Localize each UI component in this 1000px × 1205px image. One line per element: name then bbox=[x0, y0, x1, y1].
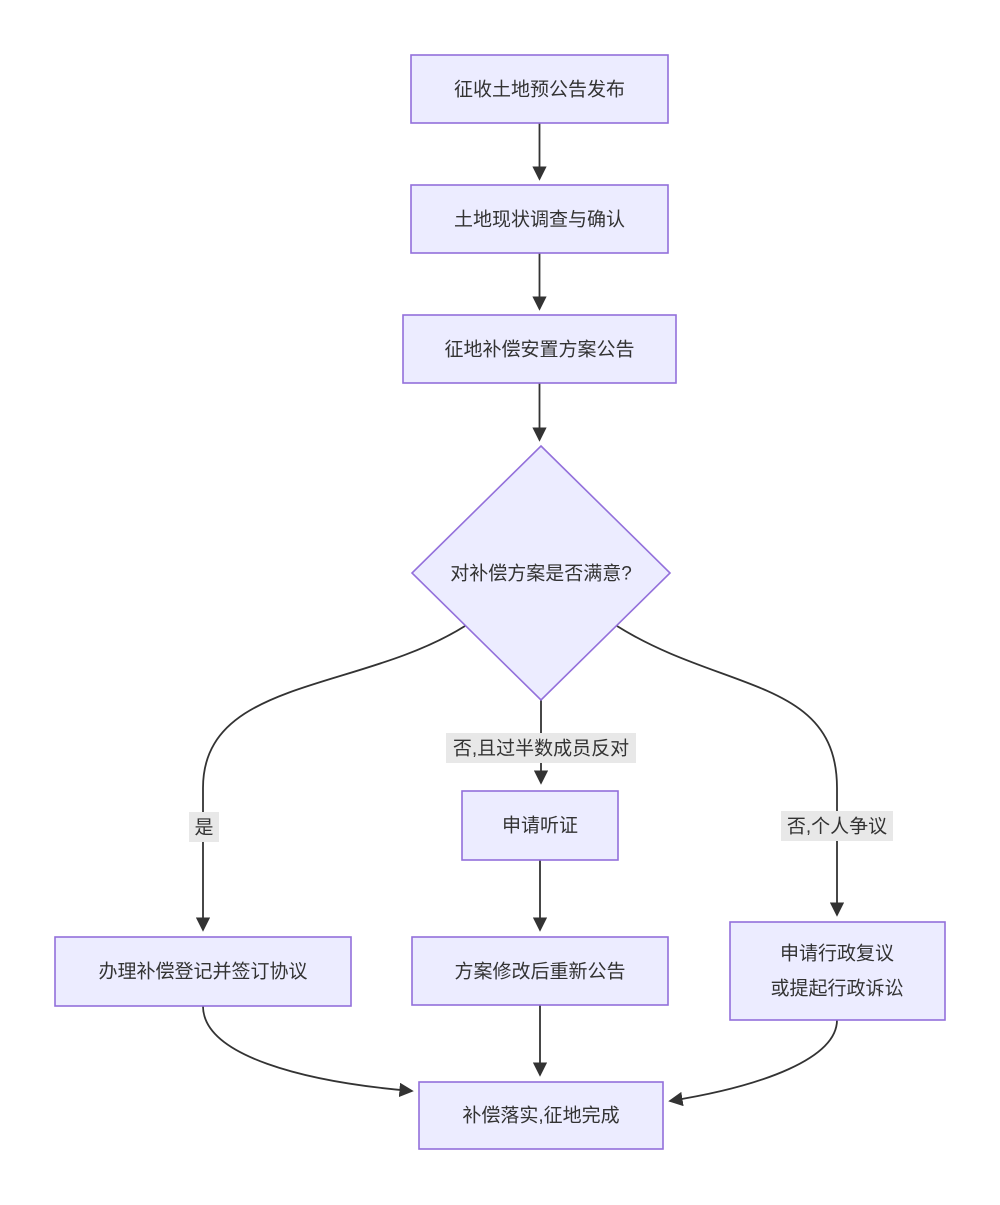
node-appeal-label-line2: 或提起行政诉讼 bbox=[770, 978, 903, 1000]
node-decision: 对补偿方案是否满意? bbox=[410, 444, 672, 702]
node-complete-label: 补偿落实,征地完成 bbox=[462, 1105, 619, 1127]
node-hearing: 申请听证 bbox=[461, 790, 619, 861]
node-register-box bbox=[54, 936, 352, 1007]
node-appeal: 申请行政复议 或提起行政诉讼 bbox=[729, 921, 946, 1021]
node-complete: 补偿落实,征地完成 bbox=[418, 1081, 664, 1150]
edge-label-no-majority: 否,且过半数成员反对 bbox=[446, 733, 636, 763]
edge-label-no-majority-text: 否,且过半数成员反对 bbox=[453, 738, 629, 760]
edge-label-no-individual: 否,个人争议 bbox=[781, 811, 893, 841]
edge-label-no-majority-bg bbox=[446, 733, 636, 763]
edge-decision-to-register bbox=[195, 625, 466, 932]
node-survey-box bbox=[410, 184, 669, 254]
edge-label-yes-bg bbox=[189, 812, 219, 842]
node-plan-announcement-box bbox=[402, 314, 677, 384]
edge-decision-to-appeal bbox=[616, 625, 845, 917]
node-revise-label: 方案修改后重新公告 bbox=[454, 961, 625, 983]
node-survey: 土地现状调查与确认 bbox=[410, 184, 669, 254]
node-decision-diamond bbox=[410, 444, 672, 702]
edge-label-no-individual-bg bbox=[781, 811, 893, 841]
node-appeal-label-line1: 申请行政复议 bbox=[780, 943, 894, 965]
node-hearing-box bbox=[461, 790, 619, 861]
node-revise: 方案修改后重新公告 bbox=[411, 936, 669, 1006]
node-register-label: 办理补偿登记并签订协议 bbox=[98, 961, 307, 983]
edge-register-to-complete bbox=[202, 1005, 414, 1098]
node-pre-announcement-label: 征收土地预公告发布 bbox=[454, 79, 625, 101]
node-appeal-box bbox=[729, 921, 946, 1021]
node-hearing-label: 申请听证 bbox=[502, 815, 578, 837]
edge-label-no-individual-text: 否,个人争议 bbox=[787, 816, 887, 838]
node-register: 办理补偿登记并签订协议 bbox=[54, 936, 352, 1007]
node-revise-box bbox=[411, 936, 669, 1006]
node-decision-label: 对补偿方案是否满意? bbox=[450, 563, 632, 585]
node-complete-box bbox=[418, 1081, 664, 1150]
node-survey-label: 土地现状调查与确认 bbox=[454, 209, 625, 231]
edge-label-yes: 是 bbox=[189, 812, 219, 842]
node-pre-announcement-box bbox=[410, 54, 669, 124]
node-plan-announcement-label: 征地补偿安置方案公告 bbox=[444, 339, 634, 361]
edge-label-yes-text: 是 bbox=[194, 818, 213, 839]
node-plan-announcement: 征地补偿安置方案公告 bbox=[402, 314, 677, 384]
edge-appeal-to-complete bbox=[668, 1019, 838, 1107]
node-pre-announcement: 征收土地预公告发布 bbox=[410, 54, 669, 124]
